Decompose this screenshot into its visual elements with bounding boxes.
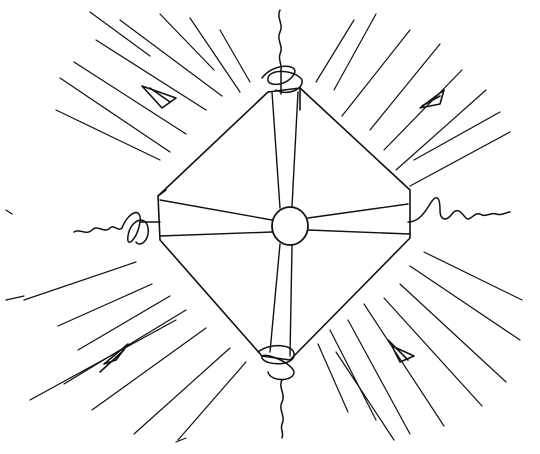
central-circle — [272, 207, 308, 245]
diamond-outline — [158, 88, 410, 360]
wave-squiggles — [74, 10, 510, 438]
radiating-lines — [24, 12, 522, 440]
